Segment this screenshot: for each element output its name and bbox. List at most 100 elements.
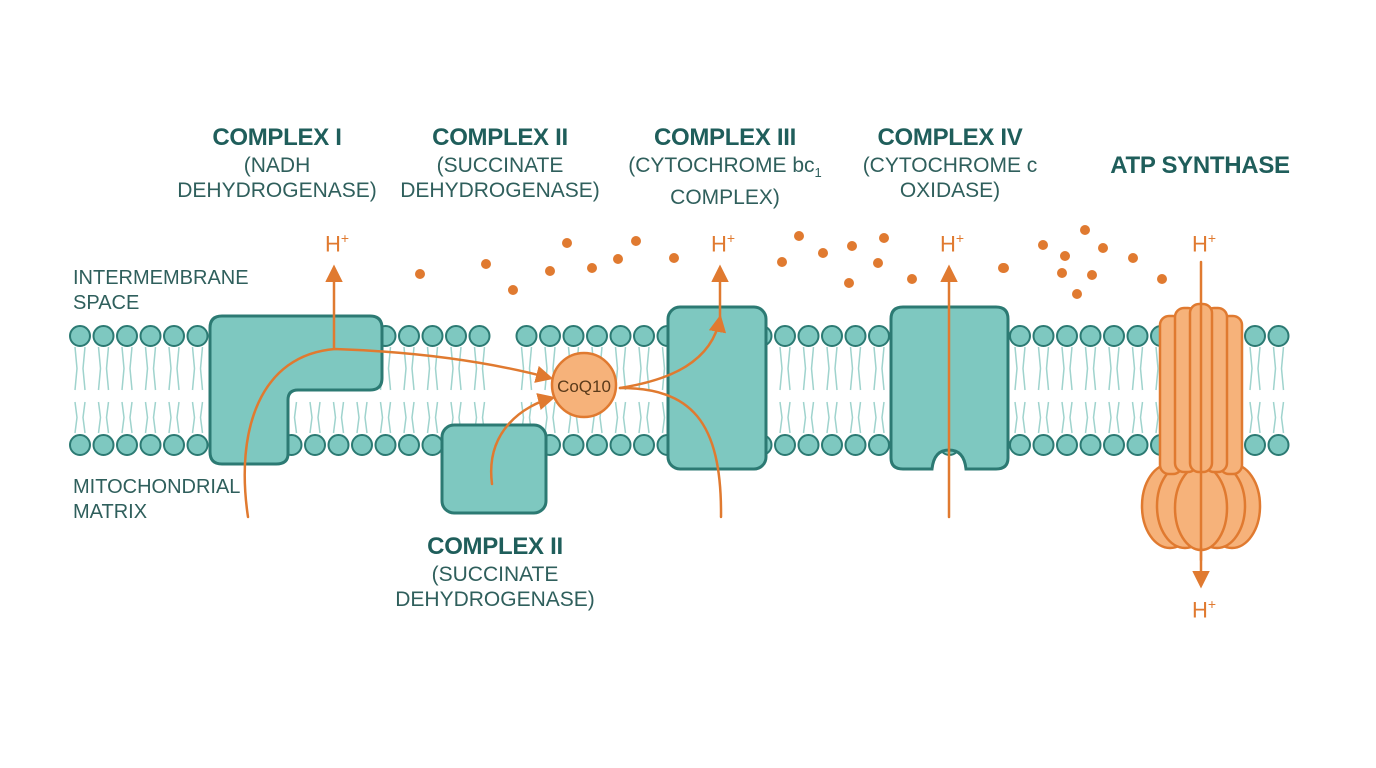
complex-iii-subscript: 1: [814, 165, 822, 181]
lipid-head: [774, 325, 796, 347]
lipid-tail: [121, 401, 125, 434]
lipid-head: [1126, 325, 1149, 347]
proton-charge: +: [955, 230, 965, 246]
lipid-head: [609, 325, 632, 347]
proton-label-atp-in: H+: [1192, 230, 1216, 257]
complex-i-subtitle-2: DEHYDROGENASE): [177, 179, 377, 202]
proton-dot: [1157, 274, 1167, 284]
complex-ii-bottom-subtitle-1: (SUCCINATE: [431, 563, 559, 586]
proton-dot: [777, 257, 787, 267]
lipid-head: [586, 434, 608, 456]
lipid-tail: [1084, 346, 1089, 391]
lipid-head: [1103, 325, 1125, 347]
lipid-tail: [802, 401, 807, 434]
lipid-tail: [340, 401, 345, 434]
lipid-tail: [434, 346, 439, 391]
lipid-head: [1244, 325, 1266, 347]
lipid-tail: [309, 401, 313, 434]
lipid-tail: [826, 346, 830, 391]
proton-dot: [1072, 289, 1082, 299]
lipid-head: [304, 434, 326, 456]
lipid-head: [1056, 434, 1078, 456]
lipid-tail: [779, 346, 783, 391]
lipid-tail: [1116, 401, 1120, 434]
lipid-tail: [129, 401, 133, 434]
lipid-head: [186, 325, 209, 347]
proton-dot: [587, 263, 597, 273]
lipid-head: [797, 325, 820, 347]
lipid-tail: [1116, 346, 1120, 391]
complex-ii-bottom-title: COMPLEX II: [427, 533, 563, 560]
lipid-head: [116, 434, 138, 456]
lipid-tail: [317, 401, 321, 434]
lipid-tail: [1272, 401, 1277, 434]
complex-ii-subtitle-1: (SUCCINATE: [436, 154, 564, 177]
lipid-tail: [873, 346, 877, 391]
lipid-tail: [1069, 346, 1073, 391]
lipid-tail: [1092, 346, 1097, 391]
lipid-tail: [1257, 401, 1261, 434]
lipid-tail: [450, 346, 454, 391]
lipid-tail: [834, 346, 838, 391]
lipid-tail: [168, 346, 172, 391]
proton-dot: [818, 248, 828, 258]
lipid-tail: [176, 401, 180, 434]
proton-dot: [415, 269, 425, 279]
lipid-tail: [520, 346, 525, 391]
lipid-head: [374, 434, 397, 456]
lipid-tail: [426, 401, 431, 434]
proton-label-atp-out: H+: [1192, 596, 1216, 623]
electron-path-complex-i: [243, 347, 554, 519]
lipid-head: [1032, 325, 1055, 347]
lipid-head: [327, 434, 350, 456]
lipid-tail: [105, 346, 110, 391]
complex-ii-shape: [440, 423, 548, 515]
lipid-tail: [481, 346, 486, 391]
proton-symbol: H: [1192, 231, 1208, 257]
atp-synthase-label: ATP SYNTHASE: [1095, 151, 1305, 181]
proton-dot: [669, 253, 679, 263]
lipid-head: [1032, 434, 1055, 456]
lipid-tail: [779, 401, 783, 434]
lipid-tail: [1139, 346, 1144, 391]
lipid-tail: [426, 346, 431, 391]
lipid-head: [1103, 434, 1125, 456]
complex-i-label: COMPLEX I (NADH DEHYDROGENASE): [177, 123, 377, 203]
matrix-line-2: MATRIX: [73, 501, 148, 523]
lipid-tail: [1257, 346, 1261, 391]
lipid-tail: [458, 346, 462, 391]
lipid-head: [139, 434, 162, 456]
lipid-head: [1079, 325, 1102, 347]
lipid-tail: [293, 401, 298, 434]
lipid-head: [92, 434, 115, 456]
lipid-head: [1244, 434, 1266, 456]
proton-dot: [1060, 251, 1070, 261]
lipid-tail: [332, 401, 337, 434]
lipid-tail: [528, 346, 533, 391]
lipid-head: [398, 434, 420, 456]
lipid-head: [421, 325, 444, 347]
intermembrane-line-2: SPACE: [73, 292, 140, 314]
lipid-head: [69, 325, 91, 347]
lipid-head: [844, 325, 867, 347]
lipid-tail: [881, 346, 885, 391]
proton-symbol: H: [940, 231, 956, 257]
lipid-tail: [1061, 401, 1065, 434]
proton-dot: [631, 236, 641, 246]
lipid-tail: [661, 346, 666, 391]
lipid-tail: [121, 346, 125, 391]
electron-path-complex-ii: [489, 393, 556, 486]
lipid-tail: [82, 401, 86, 434]
complex-i-subtitle-1: (NADH: [243, 154, 311, 177]
complex-iv-title: COMPLEX IV: [877, 124, 1023, 151]
proton-charge: +: [340, 230, 350, 246]
proton-dot: [1087, 270, 1097, 280]
lipid-tail: [97, 346, 102, 391]
lipid-tail: [1131, 346, 1136, 391]
lipid-head: [445, 325, 467, 347]
complex-iii-subtitle-2: COMPLEX): [670, 186, 780, 210]
lipid-head: [562, 434, 585, 456]
lipid-tail: [105, 401, 110, 434]
complex-iv-subtitle-2: OXIDASE): [899, 179, 1001, 202]
lipid-tail: [810, 401, 815, 434]
